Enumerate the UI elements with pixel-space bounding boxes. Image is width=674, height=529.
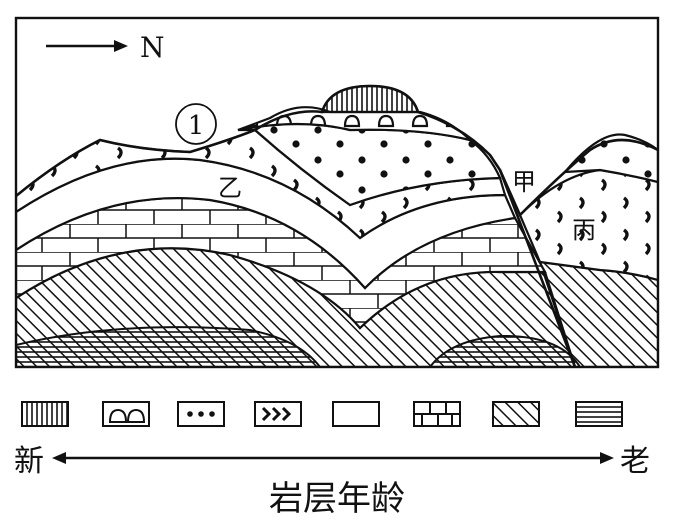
label-bing: 丙 [572, 216, 596, 244]
cross-section [16, 84, 658, 367]
newer-label: 新 [14, 444, 44, 479]
north-arrow [46, 40, 128, 52]
ground-surface [16, 84, 658, 218]
legend-swatch-chevrons [254, 401, 302, 427]
north-label: N [140, 31, 165, 64]
legend-swatch-vertical-lines [21, 401, 69, 427]
legend [21, 401, 623, 427]
figure-frame [14, 16, 660, 369]
legend-swatch-blank [332, 401, 380, 427]
layer-vertical-lines [320, 84, 420, 114]
arrow-left-icon [52, 452, 66, 464]
layer-pebbles [237, 106, 474, 142]
circled-label: 1 [188, 111, 205, 141]
circle-marker-icon [175, 103, 217, 145]
east-block-dots [562, 133, 658, 184]
older-label: 老 [620, 444, 650, 479]
label-jia: 甲 [512, 168, 536, 196]
legend-swatch-diagonal-hatch [492, 401, 540, 427]
label-yi: 乙 [218, 174, 242, 202]
arrow-right-icon [600, 452, 614, 464]
legend-swatch-horizontal-lines [575, 401, 623, 427]
fault-line [498, 169, 577, 367]
arrow-head-icon [114, 40, 128, 52]
legend-swatch-pebbles [102, 401, 150, 427]
age-axis [52, 452, 614, 464]
legend-swatch-dots [177, 401, 225, 427]
axis-caption: 岩层年龄 [269, 479, 405, 519]
legend-swatch-bricks [413, 401, 461, 427]
